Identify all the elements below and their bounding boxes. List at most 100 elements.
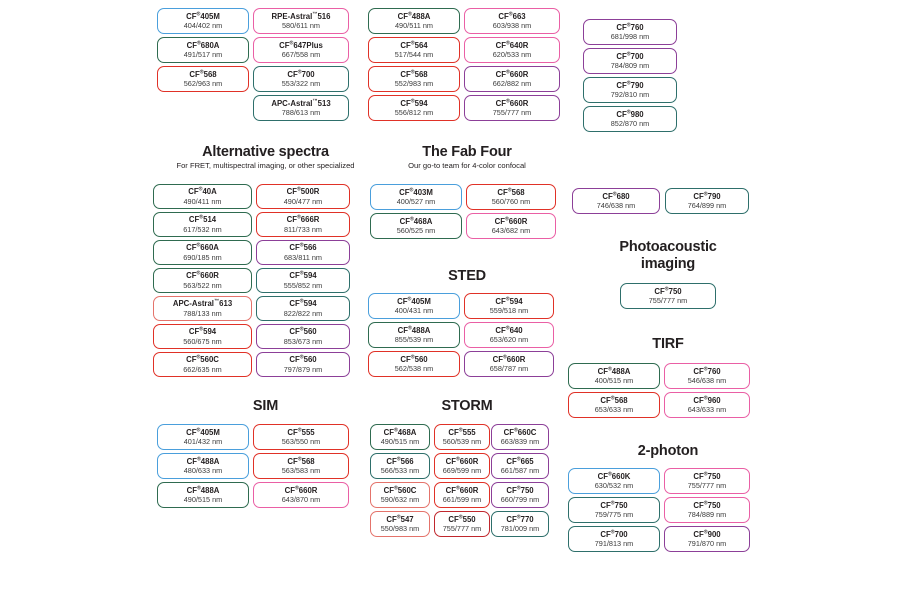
- dye-spectra: 791/870 nm: [687, 539, 727, 548]
- dye-name: CF®660A: [186, 242, 219, 252]
- dye-spectra: 590/632 nm: [380, 495, 420, 504]
- trademark-mark: ®: [664, 285, 669, 292]
- dye-name: CF®594: [289, 298, 317, 308]
- dye-name: CF®750: [654, 285, 682, 296]
- dye-name: CF®770: [506, 513, 534, 524]
- dye-name: CF®555: [448, 426, 476, 437]
- trademark-mark: ®: [508, 10, 513, 17]
- trademark-mark: ®: [407, 295, 412, 302]
- dye-spectra: 792/810 nm: [610, 90, 650, 99]
- dye-spectra: 553/322 nm: [281, 79, 321, 88]
- section-title: TIRF: [652, 336, 684, 352]
- trademark-mark: ®: [505, 324, 510, 331]
- dye-spectra: 566/533 nm: [380, 466, 420, 475]
- trademark-mark: ®: [626, 79, 631, 86]
- dye-spectra: 552/983 nm: [394, 79, 434, 88]
- dye-name: CF®403M: [399, 186, 433, 197]
- dye-name: CF®660R: [494, 215, 528, 226]
